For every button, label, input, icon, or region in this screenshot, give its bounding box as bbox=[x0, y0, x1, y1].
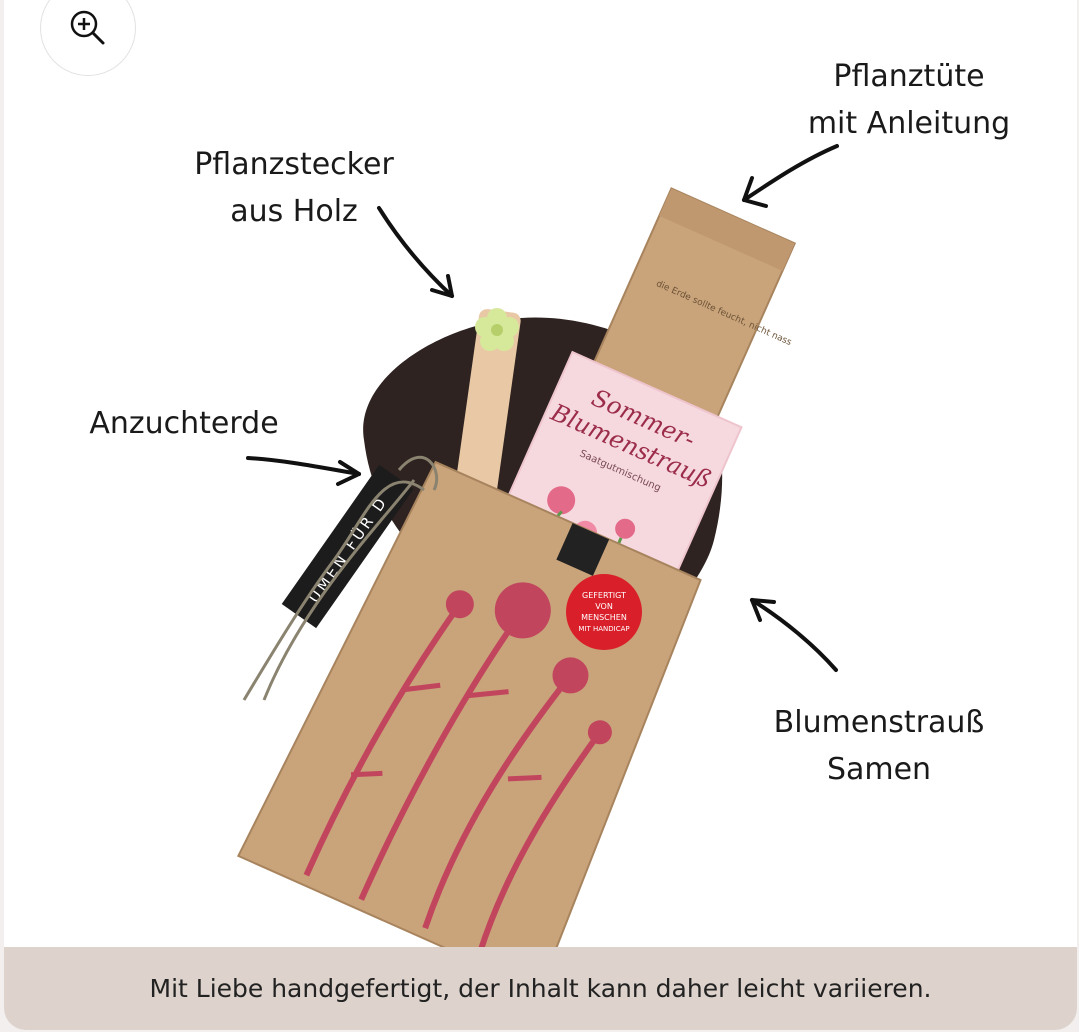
caption-text: Mit Liebe handgefertigt, der Inhalt kann… bbox=[149, 974, 932, 1003]
arrow-pflanztuete bbox=[742, 144, 839, 208]
label-pflanztuete: Pflanztüte mit Anleitung bbox=[807, 59, 1011, 141]
svg-text:VON: VON bbox=[595, 602, 613, 611]
caption-bar: Mit Liebe handgefertigt, der Inhalt kann… bbox=[4, 947, 1077, 1030]
twine bbox=[242, 455, 439, 701]
product-illustration: die Erde sollte feucht, nicht nass Somme… bbox=[236, 144, 839, 992]
zoom-in-icon bbox=[70, 10, 105, 45]
wooden-plant-marker bbox=[453, 308, 521, 511]
svg-text:MIT HANDICAP: MIT HANDICAP bbox=[578, 625, 629, 633]
svg-text:MENSCHEN: MENSCHEN bbox=[581, 613, 627, 622]
arrow-anzuchterde bbox=[246, 456, 361, 486]
handmade-sticker: GEFERTIGT VON MENSCHEN MIT HANDICAP bbox=[566, 574, 642, 650]
flower-icon bbox=[475, 308, 519, 351]
label-anzuchterde: Anzuchterde bbox=[89, 406, 279, 441]
svg-text:GEFERTIGT: GEFERTIGT bbox=[582, 591, 626, 600]
product-image-card: die Erde sollte feucht, nicht nass Somme… bbox=[4, 0, 1077, 1030]
label-blumenstrauss: Blumenstrauß Samen bbox=[773, 705, 985, 787]
arrow-blumenstrauss bbox=[750, 598, 838, 672]
label-pflanzstecker: Pflanzstecker aus Holz bbox=[194, 147, 394, 229]
arrow-pflanzstecker bbox=[377, 206, 454, 298]
